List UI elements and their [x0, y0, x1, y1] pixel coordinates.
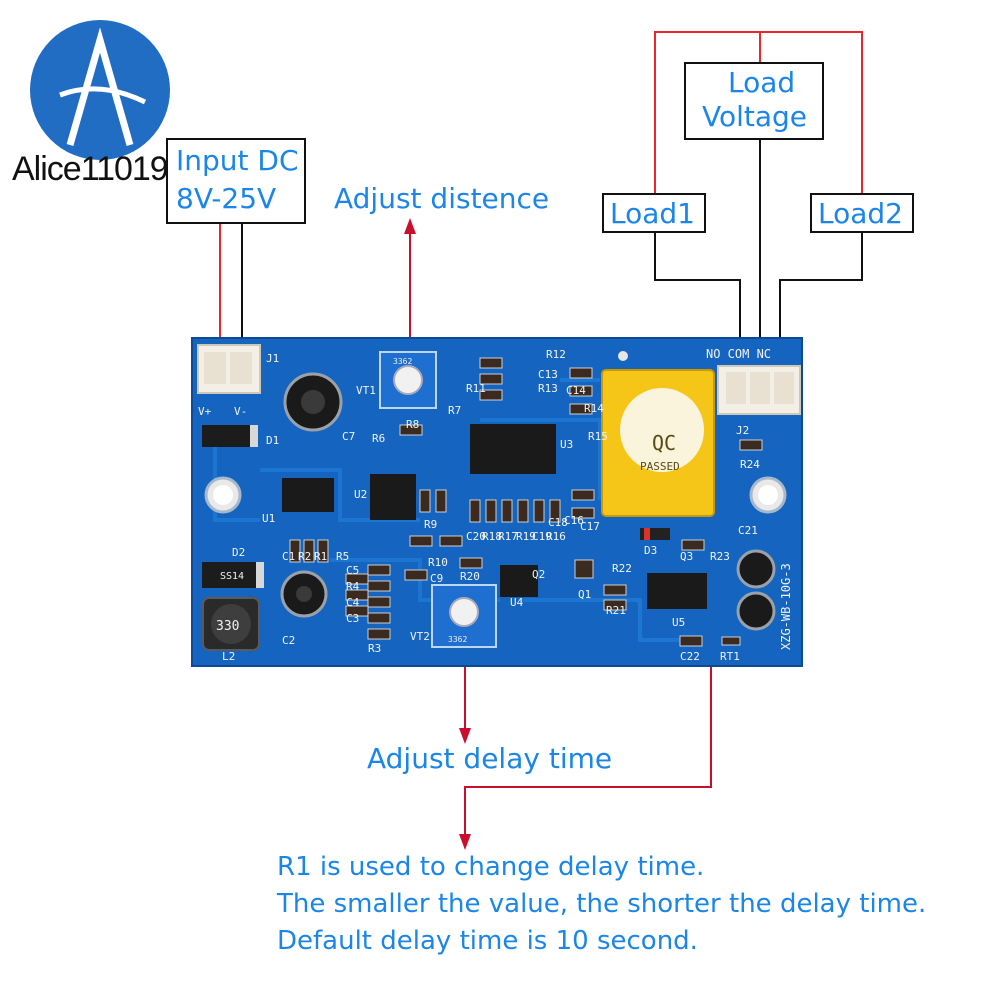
part-label-c18: C18 [548, 516, 568, 529]
part-label-r21: R21 [606, 604, 626, 617]
part-label-u3: U3 [560, 438, 573, 451]
pot1-code: 3362 [393, 357, 412, 366]
part-label-r15: R15 [588, 430, 608, 443]
part-label-r16: R16 [546, 530, 566, 543]
part-label-r8: R8 [406, 418, 419, 431]
load-voltage-box: Load Voltage [684, 62, 824, 140]
part-label-q3: Q3 [680, 550, 693, 563]
relay-stamp-qc: QC [652, 431, 676, 455]
note-line1: R1 is used to change delay time. [277, 852, 705, 882]
part-label-c20: C20 [466, 530, 486, 543]
part-label-r19: R19 [516, 530, 536, 543]
part-label-r13: R13 [538, 382, 558, 395]
adjust-delay-arrowhead [459, 728, 471, 744]
load1-box: Load1 [602, 193, 706, 233]
part-label-u4: U4 [510, 596, 524, 609]
part-label-c7: C7 [342, 430, 355, 443]
part-label-c17: C17 [580, 520, 600, 533]
vminus-label: V- [234, 405, 247, 418]
j1-label: J1 [266, 352, 279, 365]
part-label-d3: D3 [644, 544, 657, 557]
j2-label: J2 [736, 424, 749, 437]
input-dc-line1: Input DC [176, 144, 299, 177]
part-label-r9: R9 [424, 518, 437, 531]
pcb-board: J1 V+ V- NO COM NC J2 QC PASSED 330 SS14… [191, 337, 803, 667]
part-label-d1: D1 [266, 434, 279, 447]
load1-label: Load1 [610, 197, 695, 230]
part-label-d2: D2 [232, 546, 245, 559]
part-label-q1: Q1 [578, 588, 591, 601]
part-label-r14: R14 [584, 402, 604, 415]
board-model: XZG-WB-10G-3 [779, 563, 793, 650]
part-label-r7: R7 [448, 404, 461, 417]
pot2-label: VT2 [410, 630, 430, 643]
part-label-c3: C3 [346, 612, 359, 625]
part-label-c21: C21 [738, 524, 758, 537]
part-label-rt1: RT1 [720, 650, 740, 663]
part-label-c19: C19 [532, 530, 552, 543]
part-label-u5: U5 [672, 616, 685, 629]
load-voltage-line1: Load [728, 66, 796, 99]
part-label-c14: C14 [566, 384, 586, 397]
part-label-r6: R6 [372, 432, 385, 445]
load2-label: Load2 [818, 197, 903, 230]
part-label-l2: L2 [222, 650, 235, 663]
load1-wire-black [654, 230, 741, 385]
part-label-c13: C13 [538, 368, 558, 381]
note-line3: Default delay time is 10 second. [277, 926, 698, 956]
silkscreen-labels: J1 V+ V- NO COM NC J2 QC PASSED 330 SS14… [198, 347, 793, 650]
adjust-distance-label: Adjust distence [334, 182, 550, 215]
part-label-u1: U1 [262, 512, 275, 525]
pot2-code: 3362 [448, 635, 467, 644]
part-label-c22: C22 [680, 650, 700, 663]
part-label-r1: R1 [314, 550, 327, 563]
relay-terminals-label: NO COM NC [706, 347, 771, 361]
diode-mark: SS14 [220, 571, 244, 582]
note-line2: The smaller the value, the shorter the d… [277, 889, 927, 919]
load2-box: Load2 [810, 193, 914, 233]
part-label-r22: R22 [612, 562, 632, 575]
input-dc-box: Input DC 8V-25V [166, 138, 306, 224]
load-voltage-wire-red [654, 31, 863, 194]
inductor-value: 330 [216, 619, 239, 634]
part-label-q2: Q2 [532, 568, 545, 581]
input-dc-line2: 8V-25V [176, 182, 277, 215]
part-label-c9: C9 [430, 572, 443, 585]
part-label-r17: R17 [498, 530, 518, 543]
part-label-r12: R12 [546, 348, 566, 361]
adjust-delay-label: Adjust delay time [367, 742, 613, 775]
part-label-r5: R5 [336, 550, 349, 563]
part-label-c5: C5 [346, 564, 359, 577]
adjust-distance-arrowhead [404, 218, 416, 234]
load-voltage-line2: Voltage [702, 100, 808, 133]
part-label-r4: R4 [346, 580, 360, 593]
vplus-label: V+ [198, 405, 212, 418]
part-label-r10: R10 [428, 556, 448, 569]
part-label-c2: C2 [282, 634, 295, 647]
part-label-c16: C16 [564, 514, 584, 527]
watermark-logo [30, 20, 170, 160]
part-label-u2: U2 [354, 488, 367, 501]
load2-wire-black [779, 230, 863, 385]
part-label-c1: C1 [282, 550, 295, 563]
relay-stamp-passed: PASSED [640, 460, 680, 473]
part-label-r18: R18 [482, 530, 502, 543]
part-label-r24: R24 [740, 458, 760, 471]
part-label-r11: R11 [466, 382, 486, 395]
rt1-callout-wire [464, 648, 712, 842]
part-label-r23: R23 [710, 550, 730, 563]
part-label-r20: R20 [460, 570, 480, 583]
part-label-r3: R3 [368, 642, 381, 655]
part-label-r2: R2 [298, 550, 311, 563]
pot1-label: VT1 [356, 384, 376, 397]
part-label-c4: C4 [346, 596, 360, 609]
rt1-callout-arrowhead [459, 834, 471, 850]
